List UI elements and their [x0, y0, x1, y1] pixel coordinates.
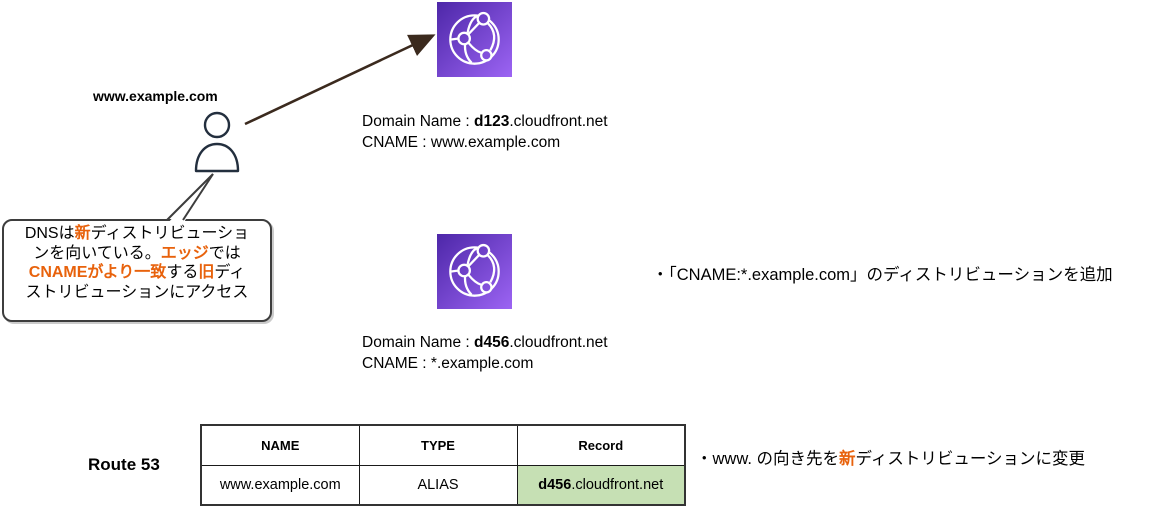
- bubble-text-highlight: 新: [74, 225, 91, 242]
- table-header-type: TYPE: [358, 424, 518, 466]
- speech-bubble-line: ンを向いている。エッジでは: [4, 244, 270, 264]
- bubble-text: ディストリビューショ: [90, 225, 250, 242]
- bubble-text: では: [208, 244, 241, 262]
- cname-prefix: CNAME :: [362, 354, 431, 372]
- table-header-record: Record: [516, 424, 686, 466]
- record-name-cell: www.example.com: [200, 464, 360, 506]
- user-domain-label: www.example.com: [93, 88, 218, 104]
- annotation-add-distribution: ・「CNAME:*.example.com」のディストリビューションを追加: [652, 261, 1113, 285]
- bubble-text: ディ: [214, 264, 246, 281]
- domain-name-id: d123: [473, 113, 510, 130]
- distribution-old-domain-line: Domain Name : d456.cloudfront.net: [362, 333, 608, 354]
- table-header-row: NAME TYPE Record: [200, 424, 686, 466]
- bullet: ・: [652, 266, 669, 284]
- distribution-new-cname-line: CNAME : www.example.com: [362, 133, 608, 154]
- cloudfront-globe-icon-old: [437, 234, 512, 309]
- domain-name-suffix: .cloudfront.net: [509, 113, 608, 130]
- cname-value: *.example.com: [430, 354, 534, 372]
- annotation-text-highlight: 新: [839, 450, 856, 468]
- distribution-new-domain-line: Domain Name : d123.cloudfront.net: [362, 112, 608, 133]
- bullet: ・: [696, 450, 713, 468]
- record-value-cell: d456.cloudfront.net: [516, 464, 686, 506]
- annotation-text: ディストリビューションに変更: [855, 450, 1086, 468]
- cname-prefix: CNAME :: [362, 133, 431, 151]
- person-icon: [194, 111, 240, 173]
- annotation-text: 「CNAME:*.example.com」のディストリビューションを追加: [668, 266, 1113, 284]
- bubble-text: ンを向いている。: [33, 244, 161, 262]
- bubble-text-highlight: 旧: [198, 264, 215, 281]
- route53-record-table: NAME TYPE Record www.example.com ALIAS d…: [200, 424, 686, 506]
- domain-name-prefix: Domain Name :: [362, 113, 474, 130]
- bubble-text-highlight: CNAMEがより一致: [28, 264, 167, 281]
- cloudfront-globe-icon-new: [437, 2, 512, 77]
- distribution-old-info: Domain Name : d456.cloudfront.net CNAME …: [362, 333, 608, 374]
- domain-name-prefix: Domain Name :: [362, 334, 474, 351]
- distribution-old-cname-line: CNAME : *.example.com: [362, 354, 608, 375]
- speech-bubble-line: CNAMEがより一致する旧ディ: [4, 263, 270, 283]
- route53-label: Route 53: [88, 455, 160, 474]
- bubble-text-highlight: エッジ: [160, 244, 209, 262]
- domain-name-id: d456: [473, 334, 510, 351]
- speech-bubble-tail: [166, 173, 214, 224]
- bubble-text: DNSは: [24, 225, 75, 242]
- request-arrow: [244, 34, 436, 126]
- annotation-change-record: ・www. の向き先を新ディストリビューションに変更: [696, 445, 1085, 469]
- record-type-cell: ALIAS: [358, 464, 518, 506]
- table-header-name: NAME: [200, 424, 360, 466]
- annotation-text: www. の向き先を: [712, 450, 840, 468]
- bubble-text: する: [166, 264, 199, 281]
- bubble-text: ストリビューションにアクセス: [25, 283, 249, 301]
- speech-bubble-line: ストリビューションにアクセス: [4, 283, 270, 303]
- speech-bubble: DNSは新ディストリビューショ ンを向いている。エッジでは CNAMEがより一致…: [2, 219, 272, 322]
- speech-bubble-line: DNSは新ディストリビューショ: [4, 224, 270, 244]
- record-value-bold: d456: [538, 476, 572, 493]
- domain-name-suffix: .cloudfront.net: [509, 334, 608, 351]
- distribution-new-info: Domain Name : d123.cloudfront.net CNAME …: [362, 112, 608, 153]
- cname-value: www.example.com: [430, 133, 561, 151]
- table-row: www.example.com ALIAS d456.cloudfront.ne…: [200, 464, 686, 506]
- record-value-suffix: .cloudfront.net: [571, 476, 664, 493]
